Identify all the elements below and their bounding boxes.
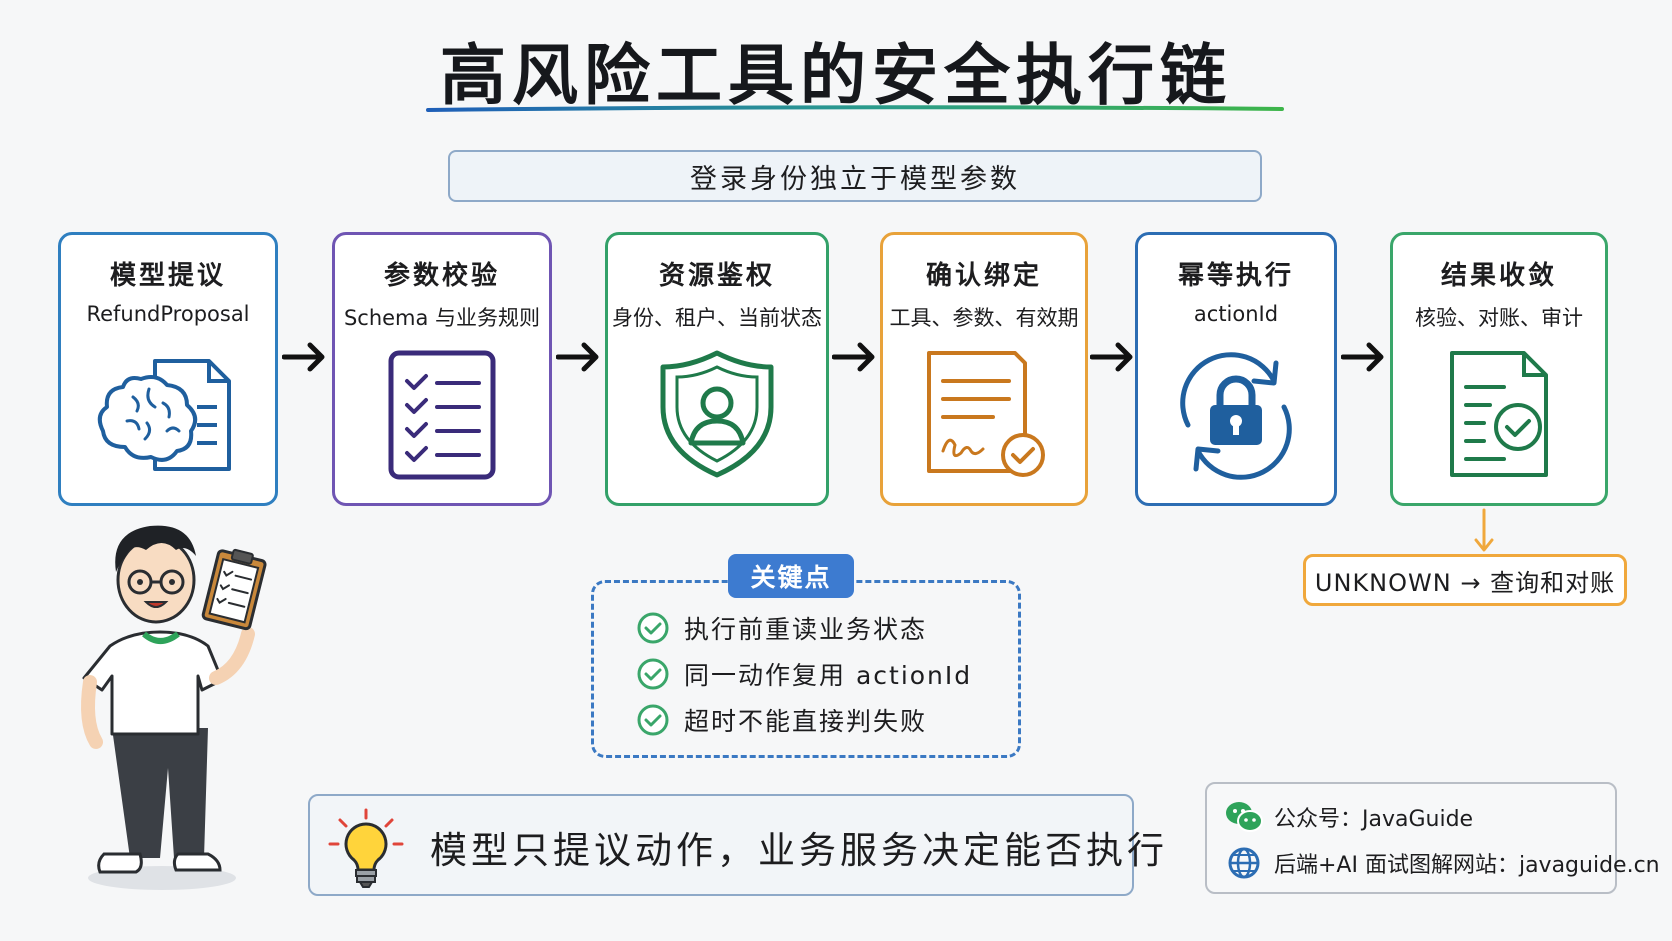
- flow-arrow-icon: [556, 342, 599, 372]
- wechat-text: 公众号：JavaGuide: [1274, 807, 1474, 832]
- key-point-text: 同一动作复用 actionId: [684, 661, 973, 690]
- check-circle-icon: [637, 658, 669, 690]
- unknown-reconcile-note: UNKNOWN → 查询和对账: [1303, 554, 1627, 606]
- checklist-icon: [388, 350, 496, 480]
- step-subtitle: Schema 与业务规则: [343, 306, 541, 330]
- step-title: 确认绑定: [925, 261, 1042, 291]
- check-circle-icon: [637, 704, 669, 736]
- step-title: 幂等执行: [1177, 261, 1294, 291]
- footer-info-box: [1205, 782, 1617, 894]
- step-title: 结果收敛: [1440, 261, 1557, 291]
- key-point-text: 执行前重读业务状态: [684, 615, 928, 644]
- step-subtitle: 工具、参数、有效期: [889, 306, 1079, 330]
- key-points-tag: 关键点: [728, 554, 854, 598]
- website-line: 后端+AI 面试图解网站：javaguide.cn: [1224, 846, 1660, 880]
- lock-cycle-icon: [1180, 352, 1292, 480]
- bottom-message-text: 模型只提议动作，业务服务决定能否执行: [430, 829, 1168, 872]
- key-point-item: 同一动作复用 actionId: [636, 656, 972, 692]
- down-arrow-icon: [1474, 508, 1494, 552]
- page-title: 高风险工具的安全执行链: [440, 37, 1232, 114]
- step-card-authorize: 资源鉴权 身份、租户、当前状态: [605, 232, 829, 506]
- step-subtitle: RefundProposal: [86, 302, 250, 326]
- flow-arrow-icon: [1341, 342, 1384, 372]
- identity-banner: 登录身份独立于模型参数: [448, 150, 1262, 202]
- developer-character-illustration: [81, 525, 267, 890]
- key-point-item: 执行前重读业务状态: [636, 610, 927, 646]
- wechat-line: 公众号：JavaGuide: [1224, 800, 1473, 834]
- step-subtitle: 身份、租户、当前状态: [612, 306, 822, 330]
- shield-user-icon: [660, 350, 774, 478]
- key-point-text: 超时不能直接判失败: [684, 707, 928, 736]
- bottom-message-box: [308, 794, 1134, 896]
- step-card-idempotent: 幂等执行 actionId: [1135, 232, 1337, 506]
- flow-arrow-icon: [282, 342, 325, 372]
- step-card-confirm: 确认绑定 工具、参数、有效期: [880, 232, 1088, 506]
- globe-icon: [1228, 847, 1260, 879]
- lightbulb-icon: [328, 808, 404, 888]
- flow-arrow-icon: [832, 342, 875, 372]
- brain-document-icon: [97, 359, 231, 471]
- step-title: 模型提议: [109, 261, 226, 291]
- step-title: 参数校验: [383, 261, 500, 291]
- title-underline: [426, 105, 1284, 112]
- key-point-item: 超时不能直接判失败: [636, 702, 927, 738]
- verified-document-icon: [1450, 351, 1548, 477]
- website-text: 后端+AI 面试图解网站：javaguide.cn: [1274, 853, 1660, 878]
- check-circle-icon: [637, 612, 669, 644]
- step-title: 资源鉴权: [658, 261, 775, 291]
- step-card-validate: 参数校验 Schema 与业务规则: [332, 232, 552, 506]
- step-card-propose: 模型提议 RefundProposal: [58, 232, 278, 506]
- wechat-icon: [1226, 802, 1263, 832]
- step-card-converge: 结果收敛 核验、对账、审计: [1390, 232, 1608, 506]
- step-subtitle: 核验、对账、审计: [1415, 306, 1583, 330]
- flow-arrow-icon: [1090, 342, 1133, 372]
- signed-document-icon: [927, 351, 1045, 477]
- step-subtitle: actionId: [1193, 302, 1279, 326]
